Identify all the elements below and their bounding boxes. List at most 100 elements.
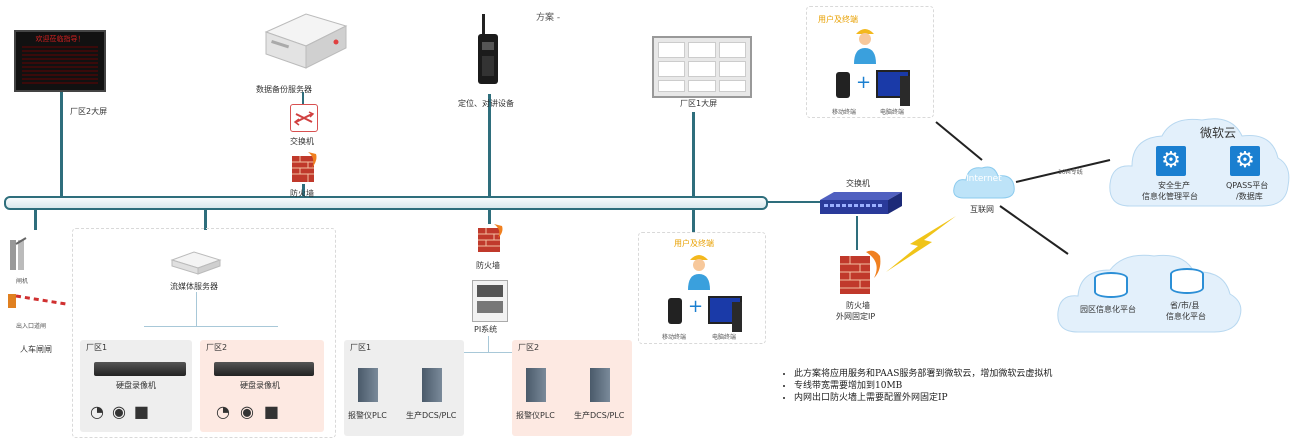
line-pi-branch — [368, 352, 604, 353]
nvr1-label: 硬盘录像机 — [116, 381, 156, 390]
database-icon — [1170, 268, 1204, 294]
plant1-video-title: 厂区1 — [86, 343, 108, 352]
plant2-screen-label: 厂区2大屏 — [70, 107, 108, 116]
plant2-video-title: 厂区2 — [206, 343, 228, 352]
nvr-icon — [94, 362, 186, 376]
mobile-mid-label: 移动终端 — [662, 334, 687, 341]
plant2-alarm-plc-label: 报警仪PLC — [516, 411, 555, 420]
switch-icon — [290, 104, 318, 132]
user-icon — [686, 250, 712, 290]
plus-icon: + — [688, 296, 704, 317]
plant2-video-panel: 厂区2 — [200, 340, 324, 432]
azure-app1-label1: 安全生产 — [1158, 181, 1190, 190]
cameras-plant1: ◔◉■ — [90, 402, 158, 421]
line-pi-down — [488, 336, 489, 352]
switch-right-label: 交换机 — [846, 179, 870, 188]
database-icon — [1094, 272, 1128, 298]
users-mid-zone — [638, 232, 766, 344]
plant1-screen-label: 厂区1大屏 — [680, 99, 718, 108]
firewall-icon — [290, 150, 318, 184]
internet-label: 互联网 — [970, 205, 994, 214]
plant1-alarm-plc-label: 报警仪PLC — [348, 411, 387, 420]
switch-top-label: 交换机 — [290, 137, 314, 146]
pc-mid-label: 电脑终端 — [712, 334, 737, 341]
line-users-mid — [692, 210, 695, 232]
plant1-plc-title: 厂区1 — [350, 343, 372, 352]
plc-icon — [526, 368, 546, 402]
azure-app1-label2: 信息化管理平台 — [1142, 192, 1198, 201]
line-switch-right — [766, 201, 820, 203]
note-item: 此方案将应用服务和PAAS服务部署到微软云，增加微软云虚拟机 — [794, 368, 1052, 380]
internet-cloud-icon — [952, 160, 1016, 202]
lightning-icon — [880, 214, 960, 274]
stream-server-label: 流媒体服务器 — [170, 282, 218, 291]
line-screen2 — [60, 88, 63, 196]
notes-list: 此方案将应用服务和PAAS服务部署到微软云，增加微软云虚拟机 专线带宽需要增加到… — [782, 368, 1052, 404]
locator-label: 定位、对讲设备 — [458, 99, 514, 108]
screen-scroll-text — [22, 46, 98, 84]
pc-tower-icon — [732, 302, 742, 332]
internet-text: Internet — [966, 174, 1002, 184]
gear-icon: ⚙ — [1230, 146, 1260, 176]
user-icon — [852, 24, 878, 64]
line-switch-firewall — [856, 216, 858, 250]
line-firewall-top — [302, 184, 305, 196]
screen-tiles — [654, 38, 750, 96]
line-locator — [488, 94, 491, 196]
turnstile-icon — [8, 234, 28, 270]
plc-icon — [590, 368, 610, 402]
people-vehicle-gate-label: 人车闸闸 — [20, 345, 52, 354]
line-firewall-mid — [488, 210, 491, 224]
plant2-plc-title: 厂区2 — [518, 343, 540, 352]
firewall-right-icon — [838, 248, 882, 296]
users-mid-title: 用户及终端 — [674, 239, 714, 248]
plant1-dcs-plc-label: 生产DCS/PLC — [406, 411, 457, 420]
plant1-screen — [652, 36, 752, 98]
gov-platform1-label: 园区信息化平台 — [1080, 305, 1136, 314]
note-item: 专线带宽需要增加到10MB — [794, 380, 1052, 392]
nvr2-label: 硬盘录像机 — [240, 381, 280, 390]
page-title: 方案 - — [536, 13, 561, 23]
firewall-mid-icon — [476, 222, 504, 254]
mobile-top-label: 移动终端 — [832, 109, 857, 116]
radio-icon — [474, 14, 502, 86]
stream-server-icon — [170, 250, 222, 276]
bandwidth-label: 10M专线 — [1058, 169, 1083, 176]
gov-platform2-label2: 信息化平台 — [1166, 312, 1206, 321]
screen-text: 欢迎莅临指导！ — [35, 35, 85, 43]
line-screen1 — [692, 112, 695, 196]
firewall-top-label: 防火墙 — [290, 189, 314, 198]
line-stream-branch — [144, 326, 278, 327]
mobile-icon — [668, 298, 682, 324]
line-backup-switch — [302, 92, 304, 104]
plant2-screen: 欢迎莅临指导！ — [14, 30, 106, 92]
azure-label: 微软云 — [1200, 126, 1237, 140]
plant2-dcs-plc-label: 生产DCS/PLC — [574, 411, 625, 420]
azure-app2-label2: /数据库 — [1236, 192, 1263, 201]
firewall-right-label: 防火墙 — [846, 301, 870, 310]
gov-cloud-icon — [1054, 250, 1244, 336]
plc-icon — [422, 368, 442, 402]
gov-platform2-label1: 省/市/县 — [1170, 301, 1200, 310]
pc-top-label: 电脑终端 — [880, 109, 905, 116]
plant1-video-panel: 厂区1 — [80, 340, 192, 432]
firewall-mid-label: 防火墙 — [476, 261, 500, 270]
backup-server-label: 数据备份服务器 — [256, 85, 312, 94]
note-item: 内网出口防火墙上需要配置外网固定IP — [794, 392, 1052, 404]
line-stream — [204, 210, 207, 230]
backup-server-icon — [262, 10, 348, 72]
nvr-icon — [214, 362, 314, 376]
line-stream-down — [196, 292, 197, 326]
switch-right-icon — [818, 188, 904, 216]
pc-tower-icon — [900, 76, 910, 106]
plc-icon — [358, 368, 378, 402]
firewall-right-sub: 外网固定IP — [836, 312, 876, 321]
mobile-icon — [836, 72, 850, 98]
network-backbone — [4, 196, 768, 210]
barrier-label: 出入口道闸 — [16, 323, 47, 330]
plus-icon: + — [856, 72, 872, 93]
cameras-plant2: ◔◉■ — [216, 402, 290, 421]
azure-app2-label1: QPASS平台 — [1226, 181, 1269, 190]
gear-icon: ⚙ — [1156, 146, 1186, 176]
pi-system-icon — [472, 280, 508, 322]
